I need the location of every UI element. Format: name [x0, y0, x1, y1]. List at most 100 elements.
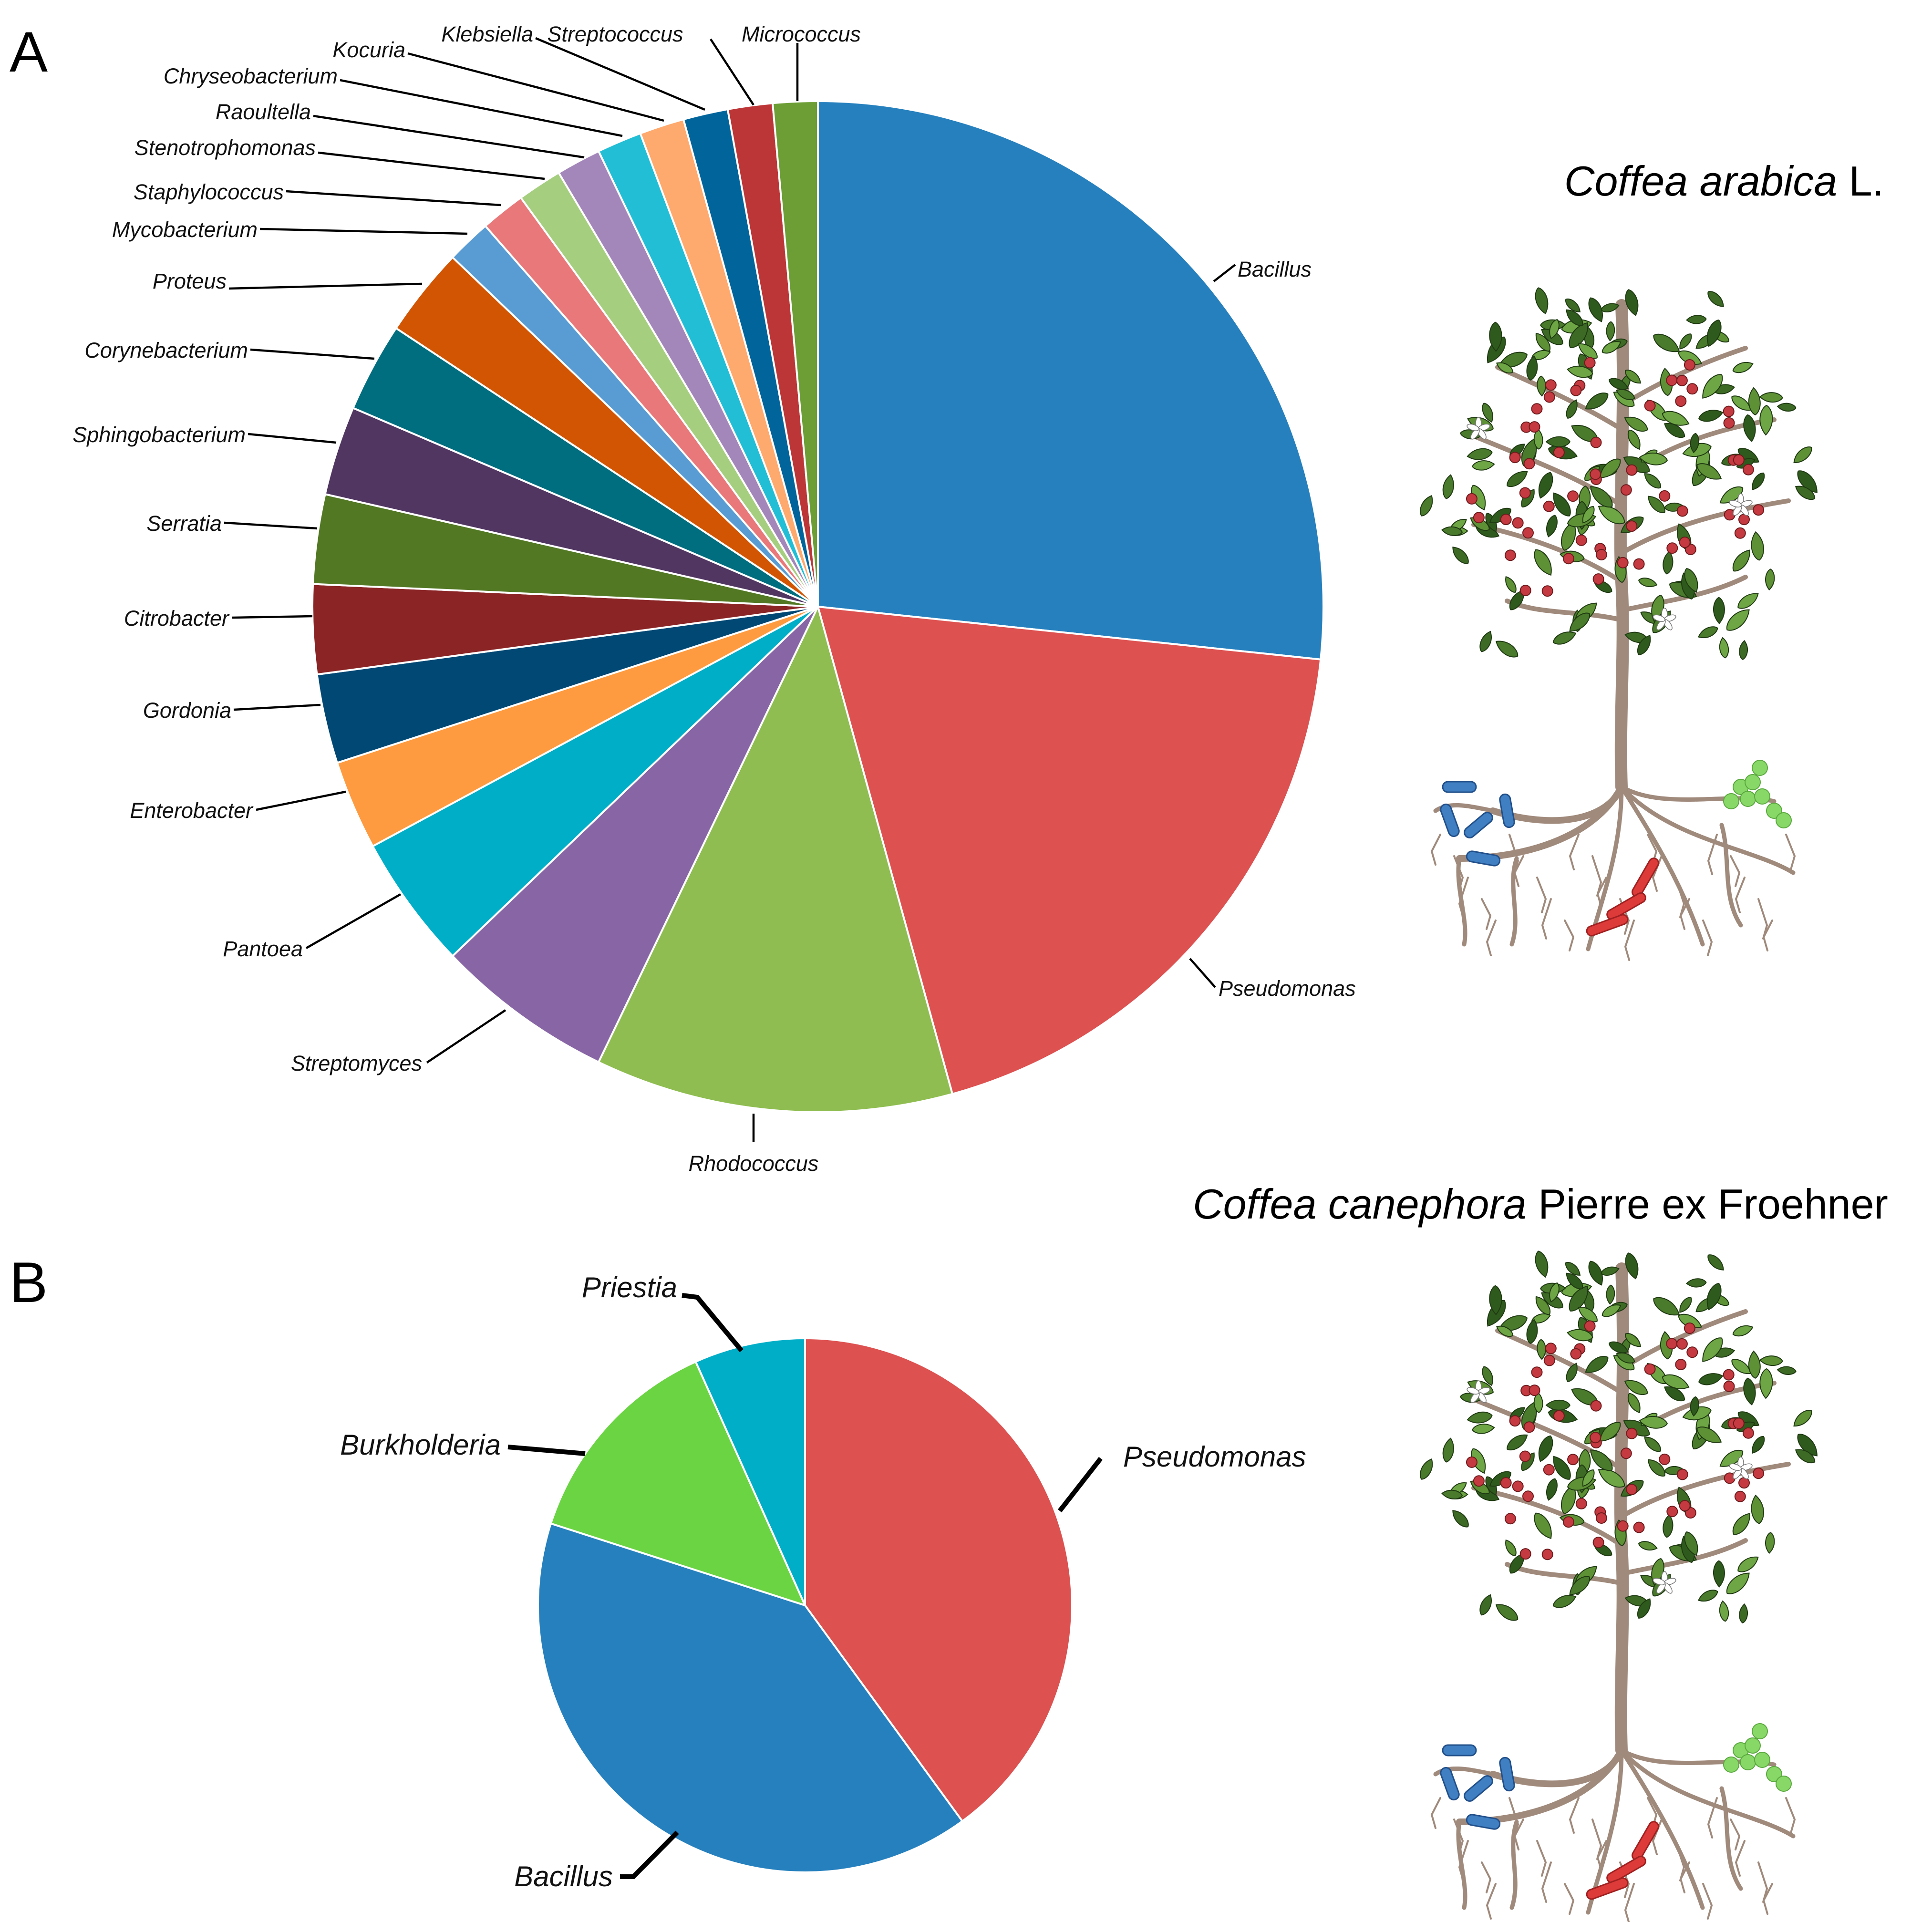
leaf — [1507, 471, 1528, 487]
leaf — [1777, 1366, 1797, 1375]
leaf — [1582, 506, 1595, 524]
root-hair — [1702, 1883, 1713, 1920]
berry — [1592, 573, 1604, 585]
root-hair — [1762, 1883, 1773, 1915]
leaf — [1566, 399, 1578, 419]
coccus-bacterium-green — [1754, 1752, 1770, 1768]
slice-label-b-burkholderia: Burkholderia — [340, 1429, 501, 1461]
berry — [1553, 1410, 1565, 1422]
slice-label-a-rhodococcus: Rhodococcus — [689, 1151, 819, 1176]
root — [1619, 1748, 1796, 1839]
leaf — [1793, 1410, 1812, 1427]
berry — [1723, 1380, 1735, 1392]
leaf — [1713, 597, 1725, 624]
leaf — [1585, 1356, 1609, 1373]
leaf — [1565, 298, 1581, 312]
leaf — [1442, 1437, 1454, 1463]
root-hair — [1624, 1883, 1635, 1922]
coccus-bacterium-green — [1776, 812, 1792, 828]
root-hair — [1430, 834, 1441, 866]
leaf — [1752, 472, 1765, 490]
leaf — [1472, 1424, 1495, 1434]
leaf — [1625, 1333, 1641, 1347]
rod-bacterium-red — [1632, 1821, 1659, 1861]
slice-label-a-enterobacter: Enterobacter — [130, 798, 254, 823]
leaf — [1526, 355, 1538, 381]
leaf — [1690, 1396, 1699, 1417]
leaf — [1609, 1341, 1629, 1354]
leader-line-a-mycobacterium — [259, 227, 468, 235]
slice-label-a-staphylococcus: Staphylococcus — [134, 180, 284, 204]
root — [1619, 1748, 1705, 1910]
leaf — [1662, 1374, 1690, 1389]
berry — [1466, 493, 1477, 505]
leaf — [1489, 1285, 1502, 1315]
leaf — [1737, 1556, 1759, 1572]
berry — [1519, 1548, 1531, 1560]
flower — [1653, 608, 1676, 630]
root-hair — [1569, 1797, 1580, 1834]
leaf — [1582, 1469, 1595, 1487]
berry — [1617, 1520, 1629, 1532]
leaf — [1685, 1278, 1707, 1288]
flower-petal — [1729, 500, 1742, 508]
root-hair — [1458, 877, 1469, 918]
berry — [1753, 504, 1765, 516]
leader-line-b-priestia — [682, 1293, 744, 1353]
leaf — [1698, 626, 1718, 638]
slice-label-a-klebsiella: Klebsiella — [441, 22, 533, 46]
root-hair — [1536, 877, 1547, 913]
leaf — [1533, 428, 1543, 450]
root — [1719, 823, 1743, 928]
leaf — [1505, 576, 1517, 593]
leaf — [1609, 378, 1629, 390]
berry — [1666, 1338, 1678, 1350]
trunk — [1614, 1262, 1630, 1757]
berry — [1522, 527, 1534, 539]
root-hair — [1513, 855, 1524, 887]
leaf — [1553, 1456, 1571, 1480]
coccus-bacterium-green — [1745, 1737, 1761, 1754]
flower-petal — [1653, 1578, 1665, 1586]
berry — [1575, 534, 1587, 546]
leaf — [1732, 549, 1750, 572]
leaf — [1663, 1514, 1674, 1538]
root-hair — [1679, 898, 1690, 930]
leaf — [1759, 404, 1773, 436]
leader-line-a-enterobacter — [256, 790, 346, 811]
leader-line-a-gordonia — [233, 703, 321, 711]
plant-berries — [1466, 1320, 1765, 1560]
flower — [1729, 493, 1753, 516]
leaf — [1567, 365, 1593, 378]
leaf — [1625, 1252, 1639, 1280]
leaf — [1479, 1594, 1492, 1616]
species-title-a: Coffea arabica L. — [1564, 157, 1884, 205]
berry — [1733, 1417, 1745, 1429]
leaf — [1638, 1541, 1658, 1551]
pie-chart-a — [311, 100, 1324, 1113]
berry — [1595, 549, 1607, 560]
leaf — [1546, 1478, 1558, 1501]
leaf — [1731, 395, 1751, 411]
leaf — [1549, 319, 1560, 340]
leaf — [1441, 1489, 1463, 1499]
leaf — [1578, 1307, 1598, 1323]
slice-label-a-bacillus: Bacillus — [1238, 257, 1312, 281]
plant-leaves — [1420, 1250, 1818, 1623]
leaf — [1599, 1422, 1621, 1442]
leaf — [1702, 374, 1723, 399]
leaf — [1637, 1598, 1651, 1619]
leaf — [1578, 343, 1598, 359]
species-name-a: Coffea arabica — [1564, 157, 1837, 205]
berry — [1584, 357, 1596, 369]
slice-label-a-kocuria: Kocuria — [332, 38, 405, 62]
leaf — [1552, 1595, 1577, 1608]
leaf — [1795, 486, 1816, 500]
rod-bacterium-blue — [1442, 1744, 1477, 1757]
leaf — [1472, 460, 1495, 471]
leaf — [1479, 630, 1492, 652]
leaf — [1601, 303, 1620, 313]
leaf — [1743, 1377, 1756, 1406]
berry — [1626, 464, 1638, 476]
